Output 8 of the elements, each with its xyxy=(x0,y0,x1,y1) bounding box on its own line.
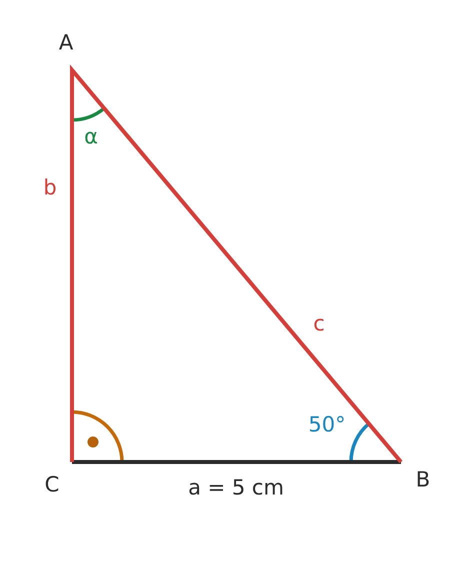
vertex-label: B xyxy=(416,470,430,490)
angle-label: 50° xyxy=(308,414,346,436)
vertex-label: C xyxy=(44,474,60,496)
side-length-label: a = 5 cm xyxy=(188,478,284,498)
angle-label: α xyxy=(84,126,98,148)
side-label: b xyxy=(43,178,57,198)
vertex-label: A xyxy=(58,32,74,54)
side-label: c xyxy=(313,314,325,334)
